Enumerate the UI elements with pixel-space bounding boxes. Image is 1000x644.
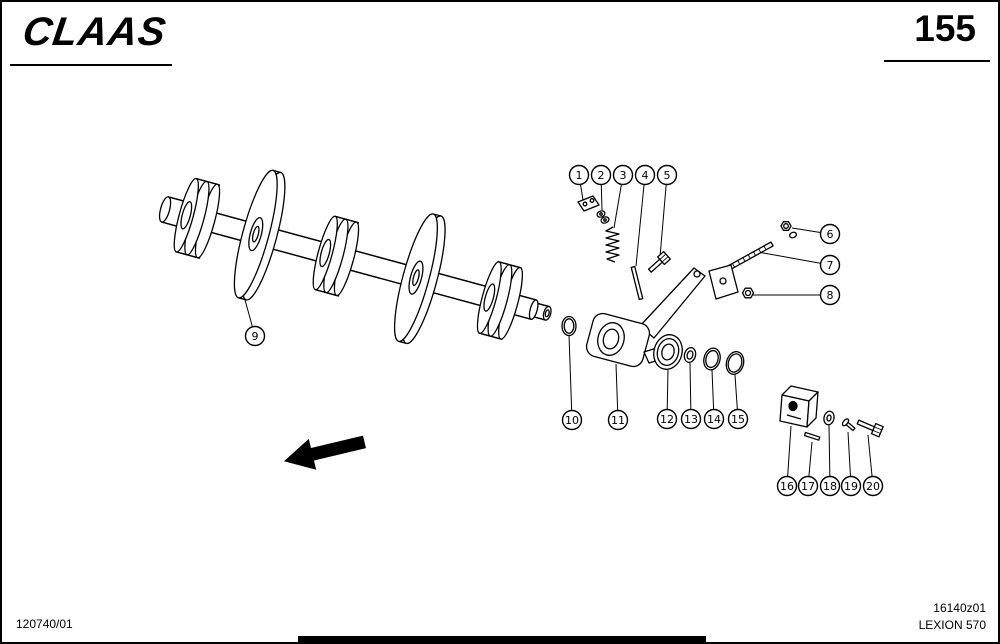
part-dowel-pin [803, 431, 821, 441]
part-pin [630, 265, 644, 301]
model-name: LEXION 570 [918, 618, 986, 632]
svg-text:19: 19 [844, 480, 858, 493]
spool-1 [173, 177, 221, 259]
header-rule-left [10, 64, 172, 66]
callout-10: 10 [561, 409, 583, 431]
svg-text:2: 2 [598, 169, 605, 182]
part-spacer-ring [683, 346, 697, 364]
svg-text:5: 5 [664, 169, 671, 182]
svg-text:20: 20 [866, 480, 880, 493]
part-snap-ring [561, 315, 577, 337]
svg-text:16: 16 [780, 480, 794, 493]
part-nut-upper [780, 221, 798, 239]
callout-1: 1 [568, 164, 590, 186]
callout-4: 4 [634, 164, 656, 186]
page-number: 155 [914, 8, 976, 49]
disc-2 [393, 213, 446, 345]
spool-3 [476, 260, 524, 340]
callout-17: 17 [797, 475, 819, 497]
part-anchor-plate [708, 264, 739, 300]
direction-arrow [283, 435, 367, 470]
header-rule-right [884, 60, 990, 62]
callout-11: 11 [607, 409, 629, 431]
svg-text:14: 14 [707, 413, 721, 426]
svg-text:18: 18 [823, 480, 837, 493]
callout-19: 19 [840, 475, 862, 497]
svg-text:7: 7 [827, 259, 834, 272]
part-retaining-ring [725, 351, 745, 375]
svg-text:8: 8 [827, 289, 834, 302]
svg-text:9: 9 [252, 330, 259, 343]
callout-20: 20 [862, 475, 884, 497]
svg-text:15: 15 [731, 413, 745, 426]
callout-16: 16 [776, 475, 798, 497]
callout-7: 7 [819, 254, 841, 276]
callout-13: 13 [680, 408, 702, 430]
part-seal-ring [703, 347, 721, 371]
part-nut-lower [741, 287, 755, 299]
callout-8: 8 [819, 284, 841, 306]
shaft-assembly [158, 169, 552, 345]
svg-text:6: 6 [827, 228, 834, 241]
svg-text:17: 17 [801, 480, 815, 493]
disc-1 [233, 169, 286, 301]
part-bolt-upper [647, 250, 671, 273]
spool-2 [312, 215, 360, 297]
part-hex-bolt [856, 419, 884, 438]
svg-text:4: 4 [642, 169, 649, 182]
callout-5: 5 [656, 164, 678, 186]
callout-12: 12 [656, 408, 678, 430]
part-washer-small [823, 410, 835, 426]
callout-14: 14 [703, 408, 725, 430]
callout-9: 9 [244, 325, 266, 347]
svg-text:3: 3 [620, 169, 627, 182]
part-screw-small [841, 418, 856, 432]
part-bracket [577, 195, 600, 212]
svg-text:12: 12 [660, 413, 674, 426]
part-lever-arm [639, 267, 706, 339]
svg-text:13: 13 [684, 413, 698, 426]
part-spring [605, 226, 620, 263]
bottom-binding-bar [298, 636, 706, 642]
callout-3: 3 [612, 164, 634, 186]
part-bearing [653, 334, 683, 370]
callout-6: 6 [819, 223, 841, 245]
drawing-number: 16140z01 [933, 601, 986, 615]
svg-text:1: 1 [576, 169, 583, 182]
callout-2: 2 [590, 164, 612, 186]
document-number: 120740/01 [16, 617, 73, 631]
callout-15: 15 [727, 408, 749, 430]
part-clamp-block [779, 385, 819, 428]
svg-text:11: 11 [611, 414, 625, 427]
callout-18: 18 [819, 475, 841, 497]
svg-text:10: 10 [565, 414, 579, 427]
part-washers [596, 210, 610, 224]
